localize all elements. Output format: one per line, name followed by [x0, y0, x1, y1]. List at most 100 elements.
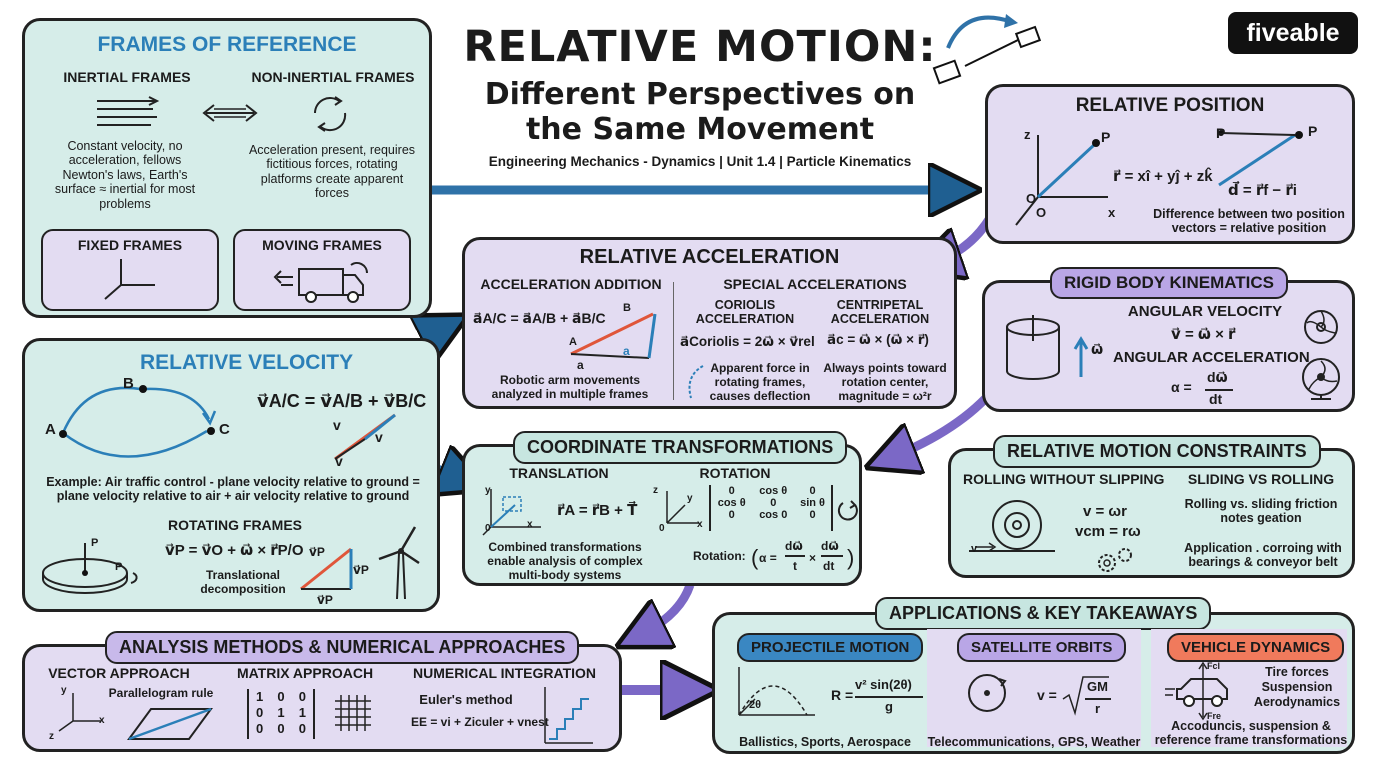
matrix-cell: 1 [298, 705, 306, 720]
wind-turbine-icon [378, 526, 420, 600]
alpha-numerator: dω⃗ [1207, 369, 1228, 385]
inertial-frames-label: INERTIAL FRAMES [63, 69, 191, 85]
parallel-lines-icon [97, 96, 160, 126]
translation-axis-y: y [485, 485, 491, 496]
applications-heading: APPLICATIONS & KEY TAKEAWAYS [875, 597, 1212, 630]
rotation-axis-x: x [697, 519, 703, 530]
vp-label-2: v⃗P [353, 563, 369, 577]
rotation-axis-y: y [687, 493, 693, 504]
displacement-vector-diagram [1218, 130, 1303, 187]
alpha-lhs: α = [1171, 379, 1192, 395]
orbit-formula-num: GM [1087, 679, 1108, 694]
rotating-frames-formula: v⃗P = v⃗O + ω⃗ × r⃗P/O [165, 542, 304, 559]
vector-axes-icon [58, 693, 101, 732]
displacement-label-p1: P [1216, 125, 1226, 141]
matrix-cell: 0 [809, 509, 816, 521]
fiveable-logo[interactable]: fiveable [1228, 12, 1358, 54]
centripetal-desc: Always points toward rotation center, ma… [823, 361, 947, 403]
car-forces-icon [1165, 661, 1228, 721]
deflection-curve-icon [688, 365, 704, 399]
translation-label: TRANSLATION [509, 465, 609, 481]
analysis-methods-panel: ANALYSIS METHODS & NUMERICAL APPROACHES … [22, 631, 622, 752]
coriolis-desc: Apparent force in rotating frames, cause… [709, 361, 811, 403]
range-fraction-bar [855, 696, 923, 698]
range-formula-den: g [885, 699, 893, 714]
sliding-vs-rolling-desc: Rolling vs. sliding friction notes geati… [1184, 497, 1338, 526]
frames-heading: FRAMES OF REFERENCE [97, 33, 357, 56]
moving-frames-label: MOVING FRAMES [262, 237, 382, 253]
eulers-method-label: Euler's method [419, 692, 513, 707]
velocity-point-a: A [45, 421, 56, 438]
rotation-arrows-icon [314, 96, 347, 132]
position-formula: r⃗ = xî + yĵ + zk̂ [1113, 168, 1213, 185]
analysis-heading: ANALYSIS METHODS & NUMERICAL APPROACHES [105, 631, 580, 664]
acceleration-addition-desc: Robotic arm movements analyzed in multip… [491, 373, 649, 401]
vp-triangle-diagram [300, 547, 353, 591]
double-arrow-icon [202, 104, 258, 122]
euler-formula: EE = vi + Ziculer + vnest [411, 715, 549, 729]
coordinate-transformations-panel: COORDINATE TRANSFORMATIONS TRANSLATION R… [462, 431, 862, 586]
projectile-motion-pill: PROJECTILE MOTION [737, 633, 924, 662]
velocity-point-c: C [219, 421, 230, 438]
numerical-integration-label: NUMERICAL INTEGRATION [413, 665, 597, 681]
fixed-frames-label: FIXED FRAMES [77, 237, 183, 253]
rotation-formula-body: ( α = dω⃗ t × dω⃗ dt ) [751, 539, 855, 573]
rotation-formula-num2: dω⃗ [821, 539, 839, 553]
constraints-application: Application . corroing with bearings & c… [1184, 541, 1342, 570]
page-tagline: Engineering Mechanics - Dynamics | Unit … [488, 154, 912, 169]
relative-velocity-formula: v⃗A/C = v⃗A/B + v⃗B/C [257, 391, 427, 411]
velocity-triangle-diagram [334, 413, 396, 461]
matrix-cell: 0 [256, 705, 264, 720]
translation-axis-x: x [527, 519, 533, 530]
angular-acceleration-label: ANGULAR ACCELERATION [1113, 349, 1310, 366]
frames-of-reference-panel: FRAMES OF REFERENCE INERTIAL FRAMES NON-… [22, 18, 432, 318]
alpha-denominator: dt [1209, 391, 1223, 407]
vehicle-item: Aerodynamics [1253, 695, 1341, 709]
vehicle-force-label-2: Fre [1207, 711, 1222, 721]
inertial-frames-desc: Constant velocity, no acceleration, fell… [54, 139, 196, 211]
satellite-desc: Telecommunications, GPS, Weather [927, 735, 1141, 749]
matrix-cell: 0 [728, 485, 735, 497]
matrix-approach-label: MATRIX APPROACH [236, 665, 374, 681]
position-label-p: P [1101, 129, 1111, 145]
vehicle-dynamics-pill: VEHICLE DYNAMICS [1167, 633, 1345, 662]
moving-truck-icon [273, 262, 368, 303]
coordinate-heading: COORDINATE TRANSFORMATIONS [513, 431, 848, 464]
triangle-label-a: A [569, 336, 577, 348]
vehicle-desc: Accoduncis, suspension & reference frame… [1154, 719, 1348, 748]
matrix-cell: 0 [277, 721, 285, 736]
sqrt-symbol [1062, 676, 1109, 716]
rotation-axes-diagram [666, 491, 699, 524]
fraction-bar [821, 555, 843, 557]
range-formula-num: v² sin(2θ) [855, 677, 912, 692]
matrix-cell: 0 [256, 721, 264, 736]
relative-position-desc: Difference between two position vectors … [1153, 207, 1345, 236]
translation-axes-diagram [482, 489, 541, 536]
rotation-axis-o: 0 [659, 523, 665, 534]
rotating-frames-label: ROTATING FRAMES [167, 517, 303, 533]
special-accelerations-label: SPECIAL ACCELERATIONS [723, 276, 907, 292]
coriolis-formula: a⃗Coriolis = 2ω⃗ × v⃗rel [680, 334, 815, 349]
position-vector-diagram [1015, 135, 1108, 226]
rotating-cylinder-icon [1006, 315, 1089, 380]
page-subtitle: Different Perspectives on the Same Movem… [455, 77, 945, 147]
fraction-bar [785, 555, 805, 557]
velocity-label-v2: v [375, 429, 383, 445]
angular-velocity-formula: v⃗ = ω⃗ × r⃗ [1171, 326, 1236, 343]
vector-axis-y: y [61, 685, 67, 696]
relative-position-panel: RELATIVE POSITION P z O r⃗ = xî + yĵ + z… [985, 84, 1355, 244]
rigid-body-panel: RIGID BODY KINEMATICS ω⃗ ANGULAR VELOCIT… [982, 267, 1355, 412]
position-label-z: z [1024, 127, 1031, 142]
rotation-label: ROTATION [699, 465, 771, 481]
acceleration-addition-label: ACCELERATION ADDITION [480, 276, 662, 292]
rolling-formula-2: vcm = rω [1075, 523, 1141, 540]
fixed-frames-card: FIXED FRAMES [41, 229, 219, 311]
vehicle-item: Tire forces [1265, 665, 1329, 679]
coordinate-desc: Combined transformations enable analysis… [487, 540, 643, 582]
matrix-cell: 0 [298, 721, 306, 736]
matrix-cell: cos θ [717, 497, 746, 509]
orbit-fraction-bar [1085, 698, 1111, 700]
displacement-label-p2: P [1308, 123, 1318, 139]
non-inertial-frames-desc: Acceleration present, requires fictitiou… [248, 143, 416, 201]
